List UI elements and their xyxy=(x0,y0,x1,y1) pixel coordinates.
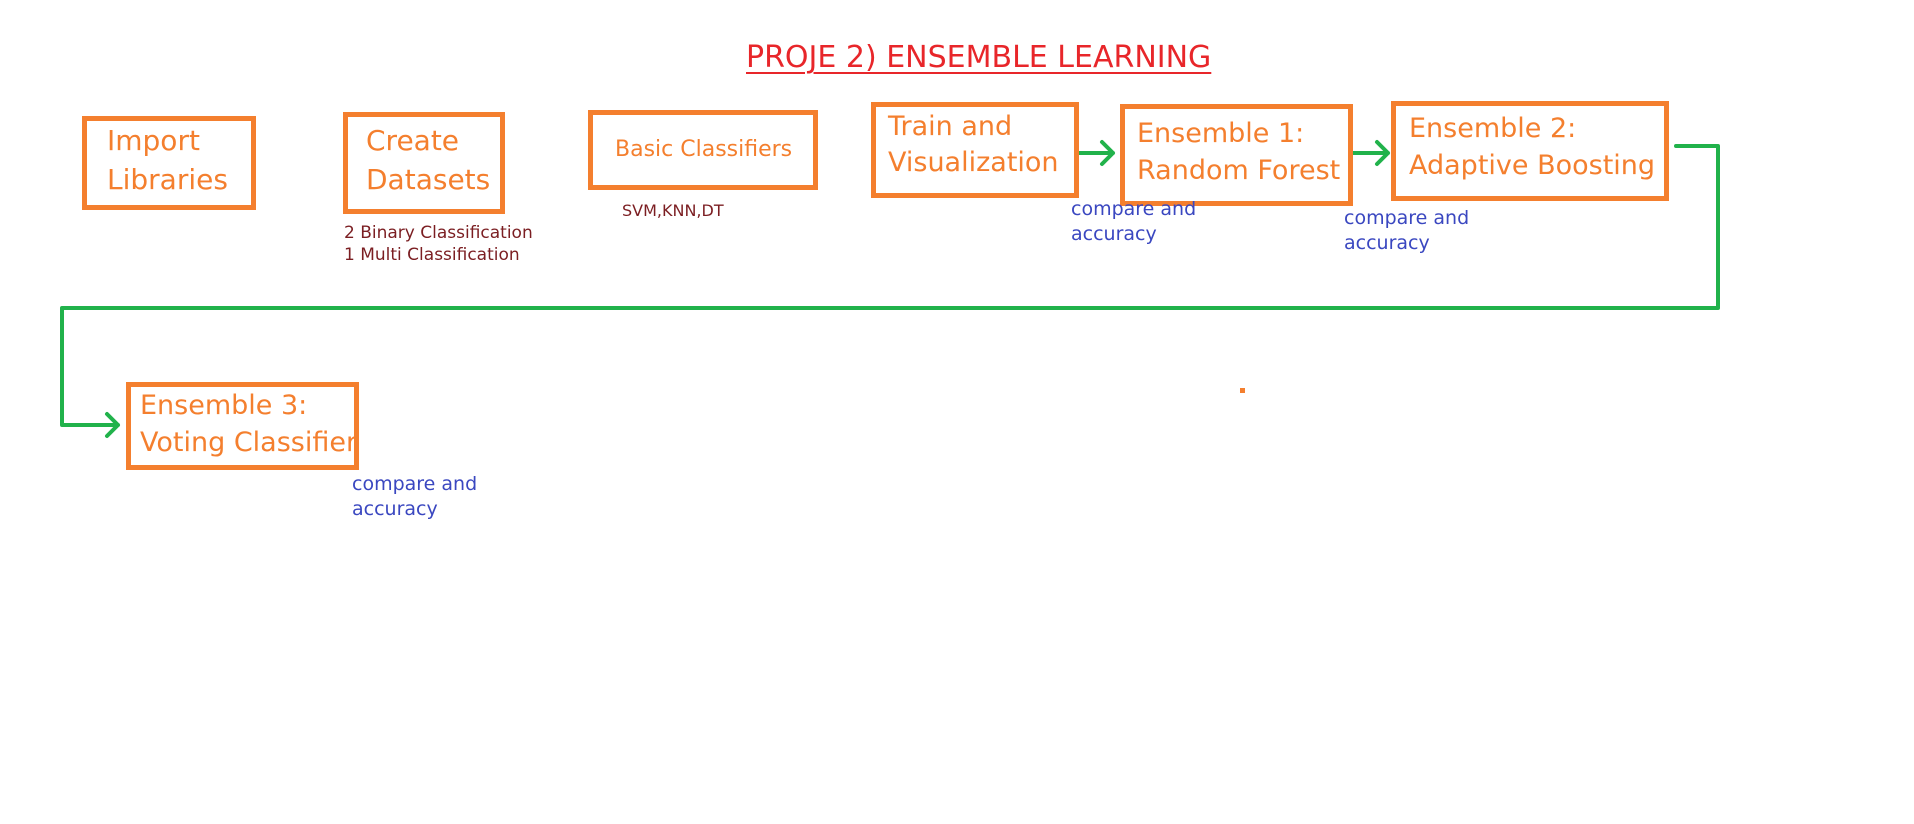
note-line: accuracy xyxy=(1071,222,1157,245)
node-label-line: Ensemble 2: xyxy=(1409,113,1577,144)
node-ensemble-3-voting-classifier: Ensemble 3: Voting Classifier xyxy=(126,382,359,470)
node-ensemble-2-adaptive-boosting: Ensemble 2: Adaptive Boosting xyxy=(1391,101,1669,201)
note-line: accuracy xyxy=(1344,231,1430,254)
node-label-line: Visualization xyxy=(888,147,1059,179)
note-line: accuracy xyxy=(352,497,438,520)
node-import-libraries: Import Libraries xyxy=(82,116,256,210)
node-label-line: Datasets xyxy=(366,163,491,197)
node-label-line: Ensemble 1: xyxy=(1137,118,1305,149)
node-label-line: Train and xyxy=(888,111,1013,142)
datasets-note: 2 Binary Classification 1 Multi Classifi… xyxy=(344,222,533,266)
note-line: SVM,KNN,DT xyxy=(622,201,724,220)
stray-dot xyxy=(1240,388,1245,393)
ensemble3-note: compare and accuracy xyxy=(352,472,477,521)
node-label-line: Import xyxy=(107,124,200,157)
node-label-line: Libraries xyxy=(107,163,228,197)
arrow-train-to-ensemble1 xyxy=(1076,140,1115,166)
classifiers-note: SVM,KNN,DT xyxy=(622,201,724,222)
node-label-line: Basic Classifiers xyxy=(615,137,793,162)
ensemble2-note: compare and accuracy xyxy=(1344,206,1469,255)
note-line: 1 Multi Classification xyxy=(344,245,520,266)
note-line: compare and xyxy=(1071,198,1197,220)
node-label-line: Ensemble 3: xyxy=(140,390,308,421)
arrow-ensemble1-to-ensemble2 xyxy=(1350,140,1390,166)
note-line: 2 Binary Classification xyxy=(344,223,533,243)
node-label-line: Adaptive Boosting xyxy=(1409,150,1656,182)
node-basic-classifiers: Basic Classifiers xyxy=(588,110,818,190)
node-train-visualization: Train and Visualization xyxy=(871,102,1079,198)
arrow-ensemble2-to-ensemble3 xyxy=(60,144,1720,438)
note-line: compare and xyxy=(352,473,478,495)
node-create-datasets: Create Datasets xyxy=(343,112,505,214)
node-label-line: Random Forest xyxy=(1137,155,1341,187)
ensemble1-note: compare and accuracy xyxy=(1071,197,1196,246)
node-label-line: Create xyxy=(366,124,460,157)
diagram-title: PROJE 2) ENSEMBLE LEARNING xyxy=(746,40,1212,75)
note-line: compare and xyxy=(1344,207,1470,229)
node-ensemble-1-random-forest: Ensemble 1: Random Forest xyxy=(1120,104,1353,206)
node-label-line: Voting Classifier xyxy=(140,427,358,459)
